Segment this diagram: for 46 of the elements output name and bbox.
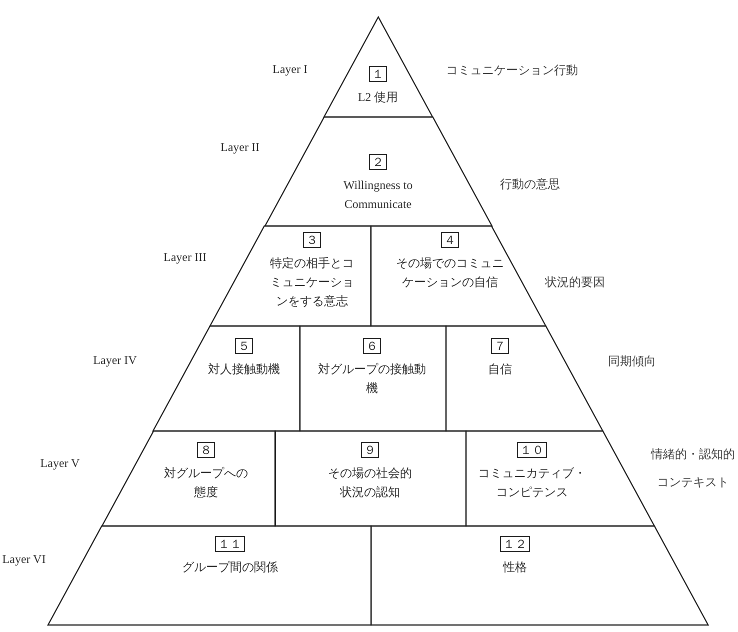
pyramid-cell: [300, 326, 446, 431]
layer-label: Layer VI: [2, 552, 46, 567]
number-box: ６: [363, 338, 381, 354]
layer-description: 情緒的・認知的コンテキスト: [650, 446, 736, 491]
number-box: ９: [361, 442, 379, 458]
pyramid-cell: [102, 431, 275, 526]
pyramid-cell: [153, 326, 300, 431]
number-box: １０: [517, 442, 547, 458]
pyramid-cell: [446, 326, 603, 431]
cell-label: その場でのコミュニケーションの自信: [395, 255, 505, 291]
layer-label: Layer III: [164, 250, 206, 265]
layer-description: コミュニケーション行動: [446, 62, 578, 79]
cell-label: その場の社会的状況の認知: [327, 465, 413, 501]
cell-label: Willingness to Communicate: [342, 177, 414, 213]
layer-label: Layer I: [272, 62, 308, 77]
layer-description: 同期傾向: [608, 353, 656, 370]
pyramid-cell: [275, 431, 466, 526]
layer-description: 行動の意思: [500, 176, 560, 193]
layer-label: Layer IV: [93, 353, 137, 368]
layer-label: Layer II: [220, 140, 260, 155]
number-box: ３: [302, 232, 321, 248]
pyramid-cell: [48, 526, 371, 625]
layer-description: 状況的要因: [545, 274, 605, 291]
cell-label: L2 使用: [358, 89, 398, 106]
cell-label: 対グループの接触動機: [317, 361, 427, 397]
pyramid-cell: [264, 117, 492, 226]
cell-label: 対人接触動機: [208, 361, 280, 378]
number-box: １２: [500, 536, 530, 552]
cell-label: コミュニカティブ・コンピテンス: [477, 465, 587, 501]
pyramid-cell: [371, 226, 546, 326]
cell-label: 対グループへの態度: [162, 465, 249, 501]
layer-label: Layer V: [40, 456, 80, 471]
number-box: １１: [214, 536, 245, 552]
pyramid-cell: [210, 226, 371, 326]
cell-label: グループ間の関係: [182, 559, 278, 576]
number-box: ２: [368, 154, 387, 170]
cell-label: 自信: [488, 361, 512, 378]
number-box: １: [368, 66, 387, 82]
pyramid-cell: [371, 526, 708, 625]
number-box: ８: [196, 442, 215, 458]
pyramid-cell: [324, 17, 432, 117]
cell-label: 性格: [503, 559, 527, 576]
number-box: ５: [234, 338, 253, 354]
cell-label: 特定の相手とコミュニケーションをする意志: [268, 255, 355, 310]
number-box: ４: [441, 232, 459, 248]
number-box: ７: [491, 338, 509, 354]
